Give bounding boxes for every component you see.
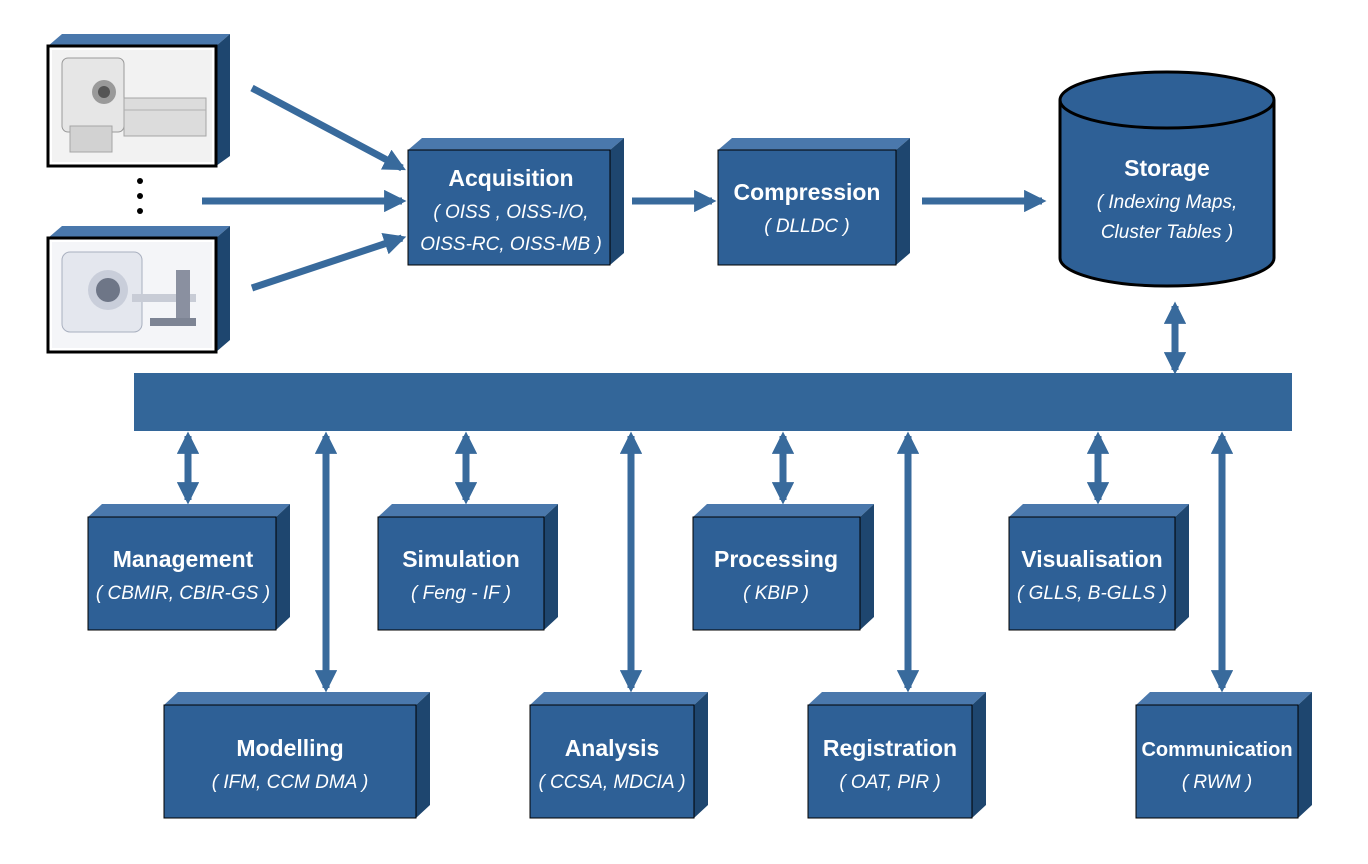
acquisition-box: Acquisition ( OISS , OISS-I/O, OISS-RC, …: [407, 138, 624, 266]
simulation-box: Simulation ( Feng - IF ): [377, 504, 558, 631]
acquisition-subtitle-line2: OISS-RC, OISS-MB ): [420, 234, 602, 255]
registration-subtitle: ( OAT, PIR ): [839, 772, 940, 793]
registration-title: Registration: [823, 735, 957, 761]
processing-subtitle: ( KBIP ): [743, 583, 809, 604]
visualisation-box: Visualisation ( GLLS, B-GLLS ): [1008, 504, 1189, 631]
storage-subtitle-line1: ( Indexing Maps,: [1097, 192, 1237, 213]
analysis-box: Analysis ( CCSA, MDCIA ): [529, 692, 708, 819]
communication-subtitle: ( RWM ): [1182, 772, 1252, 793]
storage-title: Storage: [1124, 155, 1210, 181]
simulation-subtitle: ( Feng - IF ): [411, 583, 511, 604]
simulation-title: Simulation: [402, 546, 520, 572]
management-title: Management: [113, 546, 254, 572]
pet-scanner-image: [46, 226, 230, 354]
modelling-title: Modelling: [236, 735, 343, 761]
communication-title: Communication: [1141, 739, 1292, 761]
system-bus-bar: [134, 373, 1292, 431]
analysis-title: Analysis: [565, 735, 660, 761]
communication-box: Communication ( RWM ): [1135, 692, 1312, 819]
analysis-subtitle: ( CCSA, MDCIA ): [538, 772, 685, 793]
modelling-subtitle: ( IFM, CCM DMA ): [212, 772, 369, 793]
compression-title: Compression: [734, 179, 881, 205]
ct-scanner-image: [46, 34, 230, 168]
registration-box: Registration ( OAT, PIR ): [807, 692, 986, 819]
arrow-ct-to-acquisition: [250, 84, 406, 172]
storage-cylinder: Storage ( Indexing Maps, Cluster Tables …: [1058, 70, 1276, 288]
arrow-pet-to-acquisition: [250, 233, 407, 292]
bus-connector-arrows: [176, 431, 1234, 693]
storage-subtitle-line2: Cluster Tables ): [1101, 222, 1233, 243]
visualisation-subtitle: ( GLLS, B-GLLS ): [1017, 583, 1167, 604]
acquisition-title: Acquisition: [448, 165, 573, 191]
acquisition-subtitle-line1: ( OISS , OISS-I/O,: [433, 202, 588, 223]
compression-subtitle: ( DLLDC ): [764, 216, 850, 237]
compression-box: Compression ( DLLDC ): [717, 138, 910, 266]
modelling-box: Modelling ( IFM, CCM DMA ): [163, 692, 430, 819]
management-box: Management ( CBMIR, CBIR-GS ): [87, 504, 290, 631]
processing-title: Processing: [714, 546, 838, 572]
processing-box: Processing ( KBIP ): [692, 504, 874, 631]
scanner-to-acquisition-arrows: [202, 84, 407, 292]
management-subtitle: ( CBMIR, CBIR-GS ): [96, 583, 270, 604]
visualisation-title: Visualisation: [1021, 546, 1162, 572]
ellipsis-dots: [137, 178, 143, 214]
